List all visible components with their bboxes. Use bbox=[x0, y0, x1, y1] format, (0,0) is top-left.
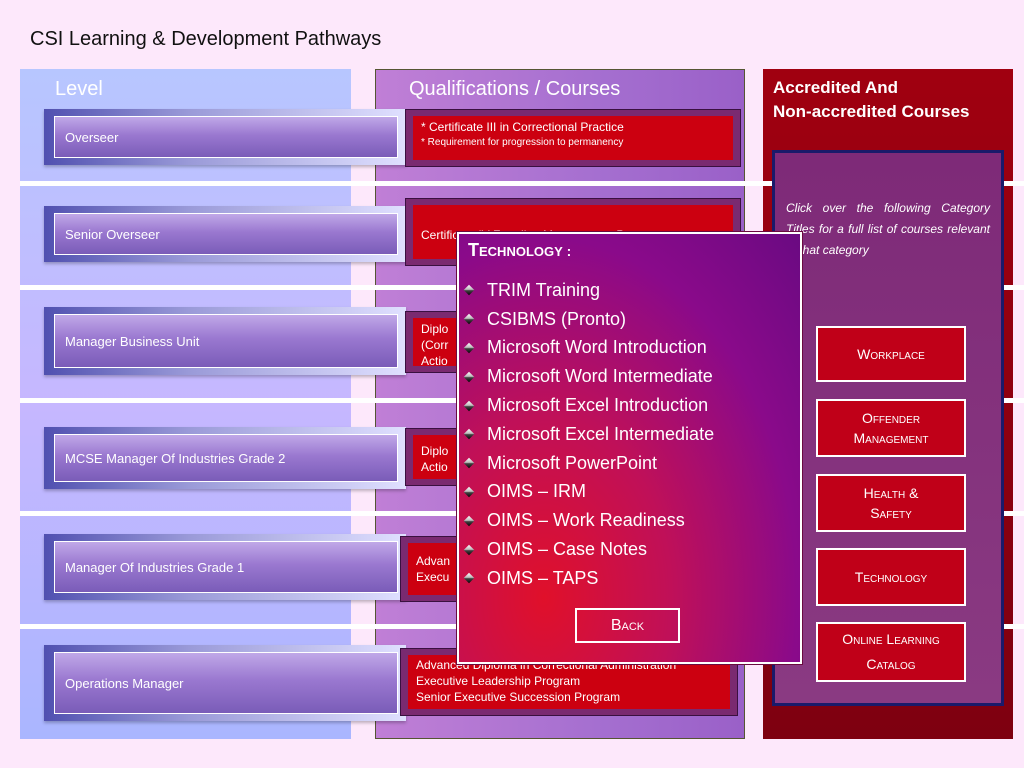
level-label: MCSE Manager Of Industries Grade 2 bbox=[54, 434, 398, 482]
list-item: CSIBMS (Pronto) bbox=[463, 305, 714, 334]
level-label: Manager Business Unit bbox=[54, 314, 398, 368]
course-note: * Requirement for progression to permane… bbox=[421, 137, 624, 148]
level-label: Operations Manager bbox=[54, 652, 398, 714]
course-line: Advan bbox=[416, 554, 451, 568]
category-label: Online Learning bbox=[842, 631, 940, 647]
course-line: * Certificate III in Correctional Practi… bbox=[421, 120, 624, 134]
bullet-icon bbox=[463, 544, 475, 555]
course-line: Execu bbox=[416, 570, 450, 584]
list-item: Microsoft PowerPoint bbox=[463, 449, 714, 478]
technology-course-list: TRIM Training CSIBMS (Pronto) Microsoft … bbox=[463, 276, 714, 593]
category-online-learning-button[interactable]: Online Learning Catalog bbox=[816, 622, 966, 682]
category-label: Technology bbox=[854, 569, 928, 585]
technology-popup bbox=[456, 231, 803, 665]
level-box-senior-overseer[interactable]: Senior Overseer bbox=[44, 206, 406, 262]
page-title: CSI Learning & Development Pathways bbox=[30, 28, 382, 50]
popup-title: Technology : bbox=[468, 240, 572, 260]
course-line: Senior Executive Succession Program bbox=[416, 690, 621, 704]
list-item: TRIM Training bbox=[463, 276, 714, 305]
accredited-column-heading: Accredited And Non-accredited Courses bbox=[773, 76, 970, 124]
level-column-heading: Level bbox=[55, 78, 103, 100]
category-label: Health & bbox=[863, 485, 919, 501]
bullet-icon bbox=[463, 342, 475, 354]
course-box-manager-business-unit[interactable]: Diplo (Corr Actio bbox=[405, 311, 467, 373]
level-column bbox=[20, 69, 351, 739]
accredited-heading-line2: Non-accredited Courses bbox=[773, 102, 970, 121]
course-box-manager-industries-1[interactable]: Advan Execu bbox=[400, 536, 467, 602]
list-item: Microsoft Excel Intermediate bbox=[463, 420, 714, 449]
level-label: Senior Overseer bbox=[54, 213, 398, 255]
level-label: Manager Of Industries Grade 1 bbox=[54, 541, 398, 593]
level-box-manager-business-unit[interactable]: Manager Business Unit bbox=[44, 307, 406, 375]
bullet-icon bbox=[463, 486, 475, 498]
category-technology-button[interactable]: Technology bbox=[816, 548, 966, 606]
category-label: Offender bbox=[861, 410, 921, 426]
row-separator bbox=[20, 181, 1024, 186]
list-item: OIMS – Work Readiness bbox=[463, 506, 714, 535]
category-offender-management-button[interactable]: Offender Management bbox=[816, 399, 966, 457]
back-button[interactable]: Back bbox=[575, 608, 680, 643]
course-box-mcse-manager-industries-2[interactable]: Diplo Actio bbox=[405, 428, 467, 486]
course-line: Diplo bbox=[421, 322, 449, 336]
course-box-overseer[interactable]: * Certificate III in Correctional Practi… bbox=[405, 109, 741, 167]
bullet-icon bbox=[463, 457, 475, 469]
list-item: Microsoft Excel Introduction bbox=[463, 391, 714, 420]
category-workplace-button[interactable]: Workplace bbox=[816, 326, 966, 382]
bullet-icon bbox=[463, 573, 475, 584]
course-line: Diplo bbox=[421, 444, 449, 458]
category-health-safety-button[interactable]: Health & Safety bbox=[816, 474, 966, 532]
list-item: Microsoft Word Introduction bbox=[463, 334, 714, 363]
bullet-icon bbox=[463, 371, 475, 383]
bullet-icon bbox=[463, 429, 475, 440]
category-label: Management bbox=[853, 430, 929, 446]
accredited-heading-line1: Accredited And bbox=[773, 78, 899, 97]
qualifications-column-heading: Qualifications / Courses bbox=[409, 78, 621, 100]
course-line: Executive Leadership Program bbox=[416, 674, 581, 688]
list-item: Microsoft Word Intermediate bbox=[463, 362, 714, 391]
bullet-icon bbox=[463, 515, 475, 527]
level-box-manager-industries-1[interactable]: Manager Of Industries Grade 1 bbox=[44, 534, 406, 600]
course-line: Actio bbox=[421, 354, 448, 366]
list-item: OIMS – IRM bbox=[463, 478, 714, 507]
course-line: (Corr bbox=[421, 338, 449, 352]
category-instructions: Click over the following Category Titles… bbox=[786, 201, 990, 257]
list-item: OIMS – Case Notes bbox=[463, 535, 714, 564]
level-label: Overseer bbox=[54, 116, 398, 158]
list-item: OIMS – TAPS bbox=[463, 564, 714, 593]
bullet-icon bbox=[463, 285, 475, 296]
course-line: Actio bbox=[421, 460, 448, 474]
level-box-overseer[interactable]: Overseer bbox=[44, 109, 406, 165]
category-label: Workplace bbox=[857, 346, 925, 362]
category-label: Safety bbox=[870, 505, 912, 521]
bullet-icon bbox=[463, 400, 475, 411]
level-box-mcse-manager-industries-2[interactable]: MCSE Manager Of Industries Grade 2 bbox=[44, 427, 406, 489]
bullet-icon bbox=[463, 313, 475, 325]
category-label: Catalog bbox=[866, 656, 916, 672]
level-box-operations-manager[interactable]: Operations Manager bbox=[44, 645, 406, 721]
